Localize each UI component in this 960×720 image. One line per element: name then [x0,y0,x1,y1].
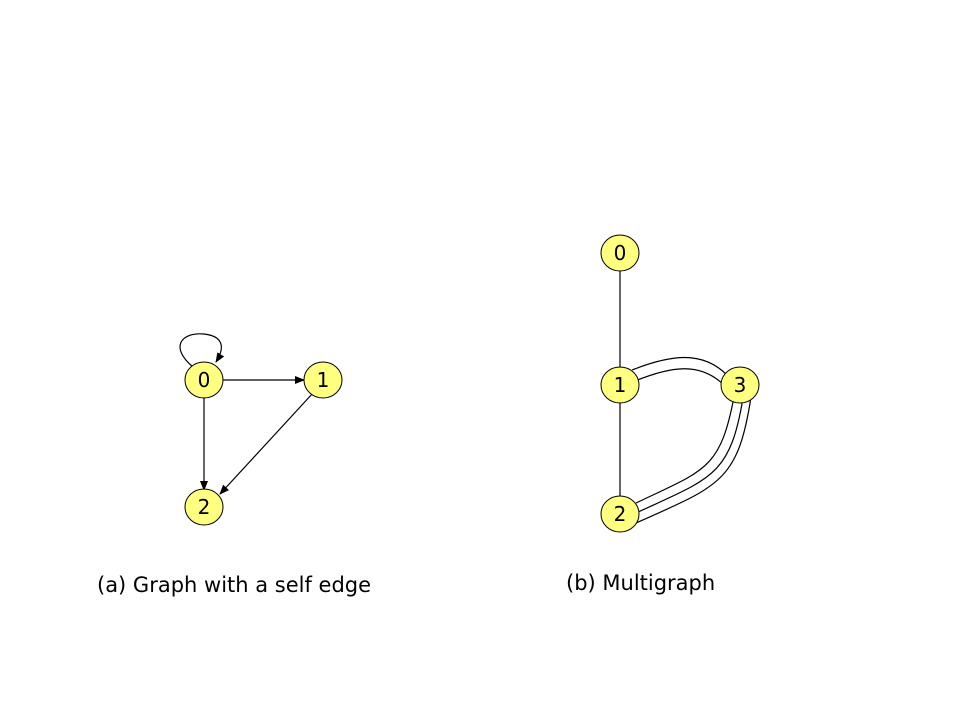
graph-b-node-2-label: 2 [614,502,627,526]
graph-b-node-3-circle [720,366,760,404]
graph-b-node-2: 2 [600,495,640,533]
graph-a-node-0: 0 [184,361,224,399]
graph-a: 0 1 2 (a) Graph with a self edge [97,333,371,597]
graph-b-node-3-label: 3 [734,373,747,397]
graph-b-edge-2-3-b [635,397,744,514]
graph-a-edge-1-2 [219,392,314,495]
graph-b-edge-2-3-a [635,396,735,504]
graph-a-node-2-label: 2 [198,495,211,519]
graph-b: 0 1 2 3 (b) Multigraph [566,234,760,595]
graph-b-caption: (b) Multigraph [566,571,715,595]
graph-b-node-1-label: 1 [614,373,627,397]
graph-b-edge-1-3-a [631,357,728,376]
graph-b-edge-2-3-c [635,396,752,524]
graph-b-node-0-circle [600,234,640,272]
graph-b-node-3: 3 [720,366,760,404]
graph-a-caption: (a) Graph with a self edge [97,573,371,597]
graph-a-node-0-label: 0 [198,368,211,392]
graph-b-node-2-circle [600,495,640,533]
graph-b-node-1-circle [600,366,640,404]
graph-a-node-0-circle [184,361,224,399]
graph-a-node-2-circle [184,488,224,526]
graph-a-edge-0-0-self-loop [179,333,225,368]
graph-b-node-0: 0 [600,234,640,272]
graph-a-node-2: 2 [184,488,224,526]
graph-b-node-1: 1 [600,366,640,404]
graph-a-node-1-label: 1 [317,368,330,392]
graph-a-node-1-circle [303,361,343,399]
graph-a-node-1: 1 [303,361,343,399]
graph-b-node-0-label: 0 [614,241,627,265]
graph-b-edge-1-3-b [634,368,725,386]
